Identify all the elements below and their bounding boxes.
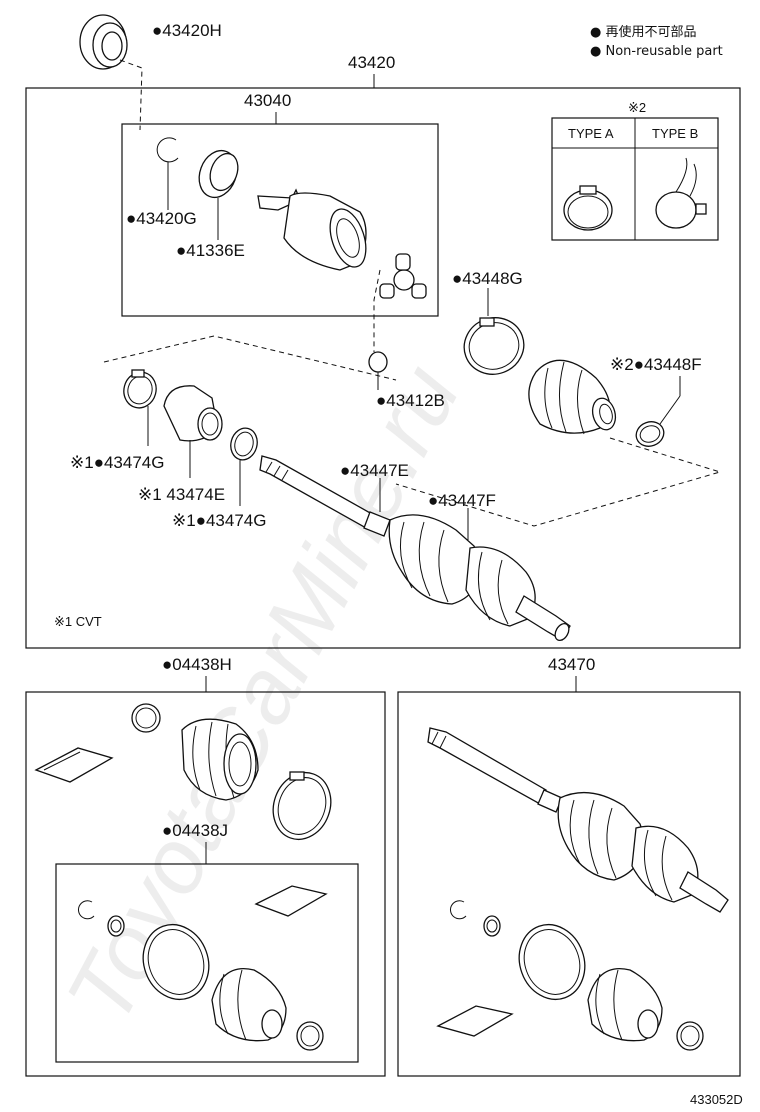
kit-clamp-c-part (296, 1021, 324, 1051)
label-41336E: ●41336E (176, 241, 245, 260)
legend-jp: ● 再使用不可部品 (590, 24, 696, 40)
label-43448F: ※2●43448F (610, 355, 702, 374)
type-note: ※2 (628, 100, 646, 115)
kit-left-sub-box (55, 863, 359, 1063)
label-43447E: ●43447E (340, 461, 409, 480)
label-43474G-a: ※1●43474G (70, 453, 164, 472)
boot-clamp-small-part (635, 421, 665, 447)
assy-snap-ring-part (449, 900, 467, 920)
label-43412B: ●43412B (376, 391, 445, 410)
kit-left-label: ●04438H (162, 655, 232, 674)
outer-race-part (257, 188, 367, 271)
kit-snap-ring-part (77, 900, 95, 920)
boot-clamp-large-part (463, 317, 525, 375)
label-43474E: ※1 43474E (138, 485, 225, 504)
label-43447F: ●43447F (428, 491, 496, 510)
label-43420G: ●43420G (126, 209, 197, 228)
circlip-part (368, 351, 388, 373)
inner-boot-clamp-part (123, 369, 157, 409)
label-43448G: ●43448G (452, 269, 523, 288)
type-b-label: TYPE B (652, 126, 698, 141)
inner-joint-box (121, 123, 439, 317)
assy-clamp-small-part (676, 1021, 704, 1051)
kit-boot-b-part (211, 968, 287, 1042)
dust-seal-part (198, 149, 239, 199)
label-43420H: ●43420H (152, 21, 222, 40)
assembly-label: 43420 (348, 53, 395, 72)
boot-kit-outline (103, 335, 397, 381)
kit-circlip-part (107, 915, 125, 937)
assy-circlip-part (483, 915, 501, 937)
oil-seal-part (79, 14, 128, 70)
snap-ring-part (156, 137, 179, 163)
grease-pack-part (34, 747, 114, 783)
clamp-type-b-part (655, 157, 707, 229)
kit-left-sub-label: ●04438J (162, 821, 228, 840)
assy-grease-pack-part (436, 1005, 514, 1037)
kit-clamp-large-part (272, 771, 332, 841)
kit-left-box (25, 691, 386, 1077)
legend-en: ● Non-reusable part (590, 44, 723, 59)
inner-joint-label: 43040 (244, 91, 291, 110)
clamp-type-a-part (563, 185, 613, 231)
kit-clamp-b-part (142, 924, 210, 1000)
cvt-note: ※1 CVT (54, 614, 102, 629)
assy-right-label: 43470 (548, 655, 595, 674)
inner-boot-clamp-b-part (230, 427, 258, 461)
kit-boot-part (181, 718, 259, 801)
assy-clamp-part (518, 924, 586, 1000)
kit-clamp-small-part (131, 703, 161, 733)
type-a-label: TYPE A (568, 126, 614, 141)
assy-shaft-part (427, 727, 729, 913)
label-43474G-b: ※1●43474G (172, 511, 266, 530)
assy-boot-part (587, 968, 663, 1042)
diagram-code: 433052D (690, 1092, 743, 1107)
assy-right-box (397, 691, 741, 1077)
assembly-box (25, 87, 741, 649)
inner-boot-part (163, 385, 223, 442)
tripod-part (379, 253, 427, 299)
outboard-boot-part (528, 359, 617, 435)
drive-shaft-part (259, 455, 571, 642)
kit-grease-pack-b-part (254, 885, 328, 917)
